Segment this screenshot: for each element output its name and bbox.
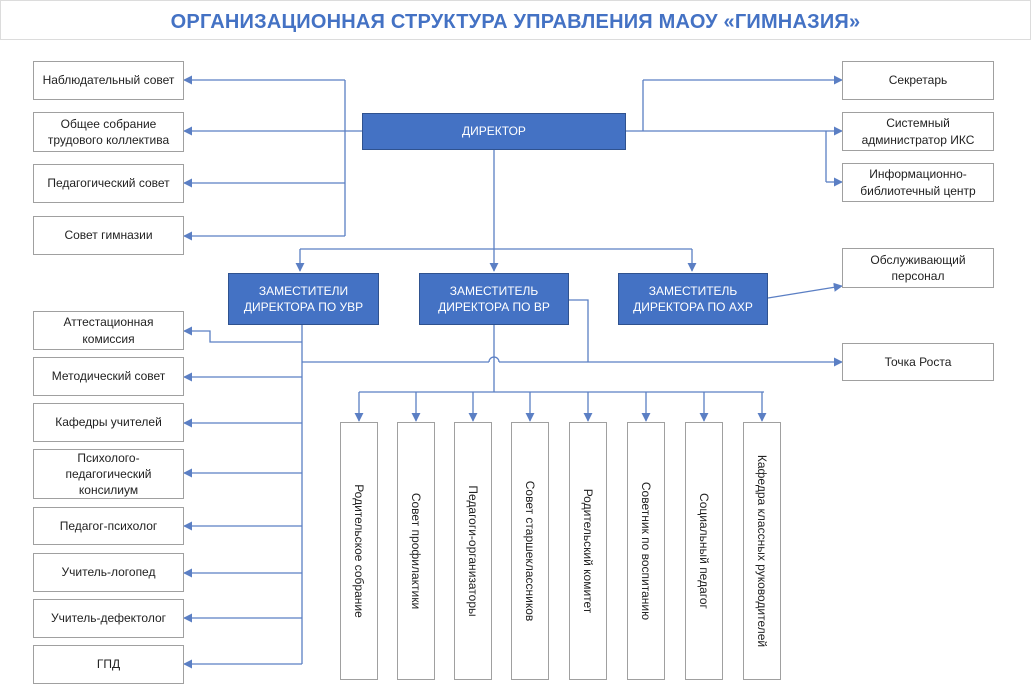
teacher-departments-label: Кафедры учителей: [55, 415, 162, 430]
gpd-box: ГПД: [33, 645, 184, 684]
secretary-label: Секретарь: [888, 73, 948, 88]
methodical-council-box: Методический совет: [33, 357, 184, 396]
social-pedagogue-label: Социальный педагог: [697, 493, 711, 609]
supervisory-board-box: Наблюдательный совет: [33, 61, 184, 100]
deputy-ahr-box: ЗАМЕСТИТЕЛЬ ДИРЕКТОРА ПО АХР: [618, 273, 768, 325]
service-staff-label: Обслуживающий персонал: [870, 252, 966, 283]
psychologist-box: Педагог-психолог: [33, 507, 184, 545]
teacher-departments-box: Кафедры учителей: [33, 403, 184, 442]
education-advisor-label: Советник по воспитанию: [639, 481, 653, 621]
gymnasium-council-box: Совет гимназии: [33, 216, 184, 255]
prevention-council-box: Совет профилактики: [397, 422, 435, 680]
director-box: ДИРЕКТОР: [362, 113, 626, 150]
speech-therapist-box: Учитель-логопед: [33, 553, 184, 592]
deputy-uvr-box: ЗАМЕСТИТЕЛИ ДИРЕКТОРА ПО УВР: [228, 273, 379, 325]
service-staff-box: Обслуживающий персонал: [842, 248, 994, 288]
secretary-box: Секретарь: [842, 61, 994, 100]
gymnasium-council-label: Совет гимназии: [64, 228, 153, 243]
pedagogical-council-label: Педагогический совет: [47, 176, 170, 191]
gpd-label: ГПД: [96, 657, 121, 672]
tochka-rosta-label: Точка Роста: [884, 354, 952, 369]
pedagogical-council-box: Педагогический совет: [33, 164, 184, 203]
parent-meeting-box: Родительское собрание: [340, 422, 378, 680]
parent-committee-label: Родительский комитет: [581, 488, 595, 614]
deputy-ahr-label: ЗАМЕСТИТЕЛЬ ДИРЕКТОРА ПО АХР: [633, 283, 753, 314]
library-center-label: Информационно-библиотечный центр: [860, 167, 976, 198]
class-teachers-department-label: Кафедра классных руководителей: [755, 454, 769, 648]
parent-committee-box: Родительский комитет: [569, 422, 607, 680]
deputy-vr-label: ЗАМЕСТИТЕЛЬ ДИРЕКТОРА ПО ВР: [438, 283, 550, 314]
senior-students-council-label: Совет старшеклассников: [523, 480, 537, 622]
speech-therapist-label: Учитель-логопед: [61, 565, 156, 580]
class-teachers-department-box: Кафедра классных руководителей: [743, 422, 781, 680]
attestation-commission-label: Аттестационная комиссия: [63, 315, 154, 346]
methodical-council-label: Методический совет: [51, 369, 166, 384]
tochka-rosta-box: Точка Роста: [842, 343, 994, 381]
social-pedagogue-box: Социальный педагог: [685, 422, 723, 680]
general-meeting-label: Общее собрание трудового коллектива: [47, 116, 170, 147]
deputy-vr-box: ЗАМЕСТИТЕЛЬ ДИРЕКТОРА ПО ВР: [419, 273, 569, 325]
defectologist-label: Учитель-дефектолог: [50, 611, 167, 626]
organizers-label: Педагоги-организаторы: [466, 485, 480, 617]
education-advisor-box: Советник по воспитанию: [627, 422, 665, 680]
ppk-label: Психолого-педагогический консилиум: [65, 450, 152, 498]
prevention-council-label: Совет профилактики: [409, 492, 423, 610]
organizers-box: Педагоги-организаторы: [454, 422, 492, 680]
defectologist-box: Учитель-дефектолог: [33, 599, 184, 638]
sysadmin-box: Системный администратор ИКС: [842, 112, 994, 151]
supervisory-board-label: Наблюдательный совет: [42, 73, 175, 88]
attestation-commission-box: Аттестационная комиссия: [33, 311, 184, 350]
deputy-uvr-label: ЗАМЕСТИТЕЛИ ДИРЕКТОРА ПО УВР: [243, 283, 364, 314]
director-label: ДИРЕКТОР: [462, 124, 526, 139]
title-bar: ОРГАНИЗАЦИОННАЯ СТРУКТУРА УПРАВЛЕНИЯ МАО…: [0, 0, 1031, 40]
parent-meeting-label: Родительское собрание: [352, 484, 366, 618]
general-meeting-box: Общее собрание трудового коллектива: [33, 112, 184, 152]
page-title: ОРГАНИЗАЦИОННАЯ СТРУКТУРА УПРАВЛЕНИЯ МАО…: [170, 11, 861, 33]
ppk-box: Психолого-педагогический консилиум: [33, 449, 184, 499]
senior-students-council-box: Совет старшеклассников: [511, 422, 549, 680]
sysadmin-label: Системный администратор ИКС: [861, 116, 975, 147]
library-center-box: Информационно-библиотечный центр: [842, 163, 994, 202]
psychologist-label: Педагог-психолог: [59, 518, 158, 533]
